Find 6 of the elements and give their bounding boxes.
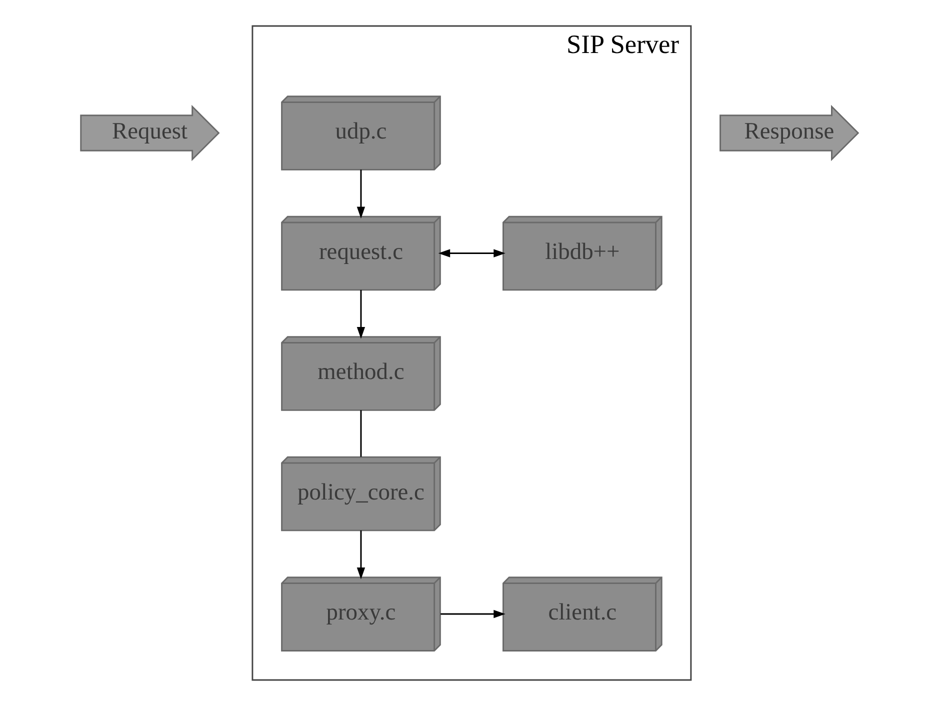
arrow <box>438 249 505 258</box>
arrow <box>356 290 365 339</box>
arrow <box>356 530 365 580</box>
arrow <box>356 170 365 218</box>
connector <box>360 410 362 457</box>
arrow <box>440 610 505 618</box>
